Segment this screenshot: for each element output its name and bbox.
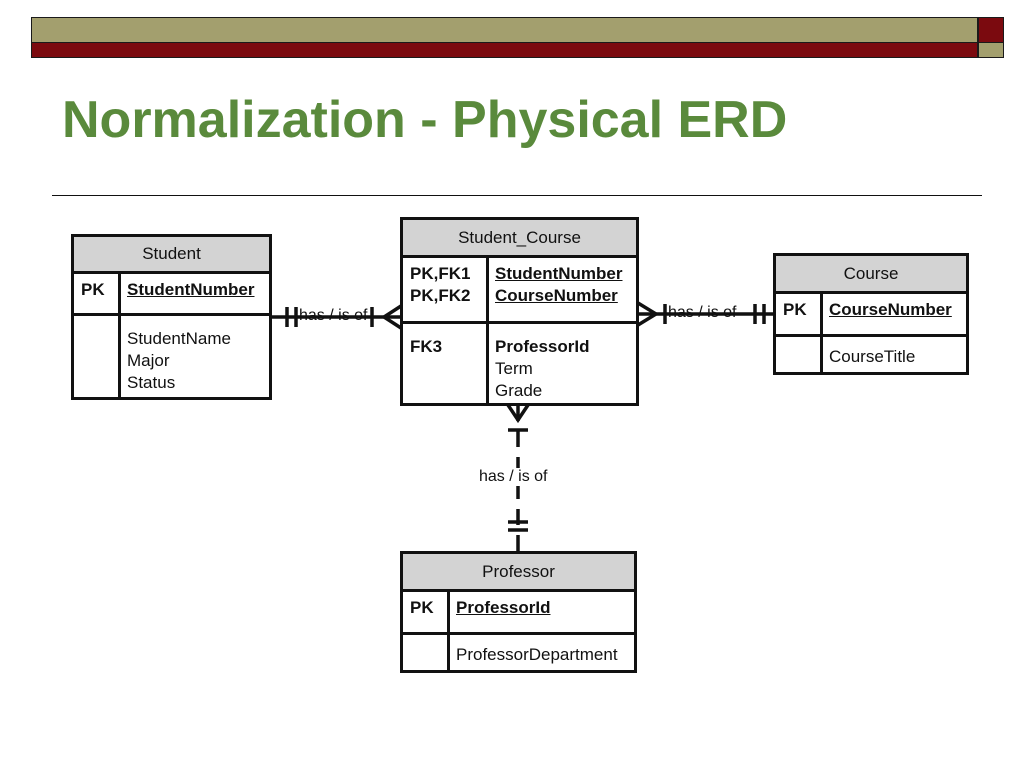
key-label: PK bbox=[776, 294, 823, 334]
attribute: StudentName bbox=[127, 329, 231, 348]
key-label: PK,FK1 PK,FK2 bbox=[403, 258, 489, 321]
header-bar-maroon bbox=[31, 42, 978, 58]
title-divider bbox=[52, 195, 982, 196]
attribute-row: CourseTitle bbox=[776, 334, 966, 372]
attribute: Grade bbox=[495, 381, 543, 400]
entity-student-course[interactable]: Student_Course PK,FK1 PK,FK2 StudentNumb… bbox=[400, 217, 639, 406]
studentcourse-crowfoot-right bbox=[637, 301, 660, 327]
attribute: Term bbox=[495, 359, 533, 378]
key-label-empty bbox=[74, 316, 121, 397]
pk-row: PK,FK1 PK,FK2 StudentNumber CourseNumber bbox=[403, 258, 636, 321]
relationship-label-professor: has / is of bbox=[479, 468, 548, 486]
key-label: PK bbox=[403, 592, 450, 632]
attribute-list: ProfessorId bbox=[450, 592, 634, 632]
attribute-list: StudentNumber CourseNumber bbox=[489, 258, 636, 321]
attribute: Status bbox=[127, 373, 176, 392]
entity-header: Student bbox=[74, 237, 269, 274]
key-label: PK bbox=[74, 274, 121, 313]
attribute-list: StudentName Major Status bbox=[121, 316, 269, 397]
pk-row: PK CourseNumber bbox=[776, 294, 966, 334]
key-label-empty bbox=[403, 635, 450, 670]
entity-header: Student_Course bbox=[403, 220, 636, 258]
entity-student[interactable]: Student PK StudentNumber StudentName Maj… bbox=[71, 234, 272, 400]
primary-key: CourseNumber bbox=[495, 286, 618, 305]
primary-key: CourseNumber bbox=[829, 300, 952, 319]
key-label: FK3 bbox=[403, 324, 489, 403]
pk-row: PK StudentNumber bbox=[74, 274, 269, 313]
attribute: Major bbox=[127, 351, 170, 370]
key-label-line: PK,FK2 bbox=[410, 286, 471, 305]
attribute: CourseTitle bbox=[829, 347, 916, 366]
attribute-list: StudentNumber bbox=[121, 274, 269, 313]
primary-key: StudentNumber bbox=[495, 264, 623, 283]
attribute-row: StudentName Major Status bbox=[74, 313, 269, 397]
attribute-list: CourseTitle bbox=[823, 337, 966, 372]
primary-key: StudentNumber bbox=[127, 280, 255, 299]
entity-header: Course bbox=[776, 256, 966, 294]
primary-key: ProfessorId bbox=[456, 598, 551, 617]
attribute-row: ProfessorDepartment bbox=[403, 632, 634, 670]
relationship-label-course: has / is of bbox=[668, 304, 737, 321]
relationship-label-student: has / is of bbox=[299, 307, 368, 324]
pk-row: PK ProfessorId bbox=[403, 592, 634, 632]
header-square-olive bbox=[978, 42, 1004, 58]
key-label-line: PK,FK1 bbox=[410, 264, 471, 283]
attribute: ProfessorDepartment bbox=[456, 645, 618, 664]
studentcourse-crowfoot-bottom bbox=[506, 404, 530, 424]
entity-professor[interactable]: Professor PK ProfessorId ProfessorDepart… bbox=[400, 551, 637, 673]
attribute-row: FK3 ProfessorId Term Grade bbox=[403, 321, 636, 403]
studentcourse-crowfoot-left bbox=[380, 304, 402, 330]
key-label-empty bbox=[776, 337, 823, 372]
slide-title: Normalization - Physical ERD bbox=[62, 91, 788, 149]
attribute-list: ProfessorDepartment bbox=[450, 635, 634, 670]
foreign-key: ProfessorId bbox=[495, 337, 590, 356]
attribute-list: ProfessorId Term Grade bbox=[489, 324, 636, 403]
entity-course[interactable]: Course PK CourseNumber CourseTitle bbox=[773, 253, 969, 375]
entity-header: Professor bbox=[403, 554, 634, 592]
attribute-list: CourseNumber bbox=[823, 294, 966, 334]
